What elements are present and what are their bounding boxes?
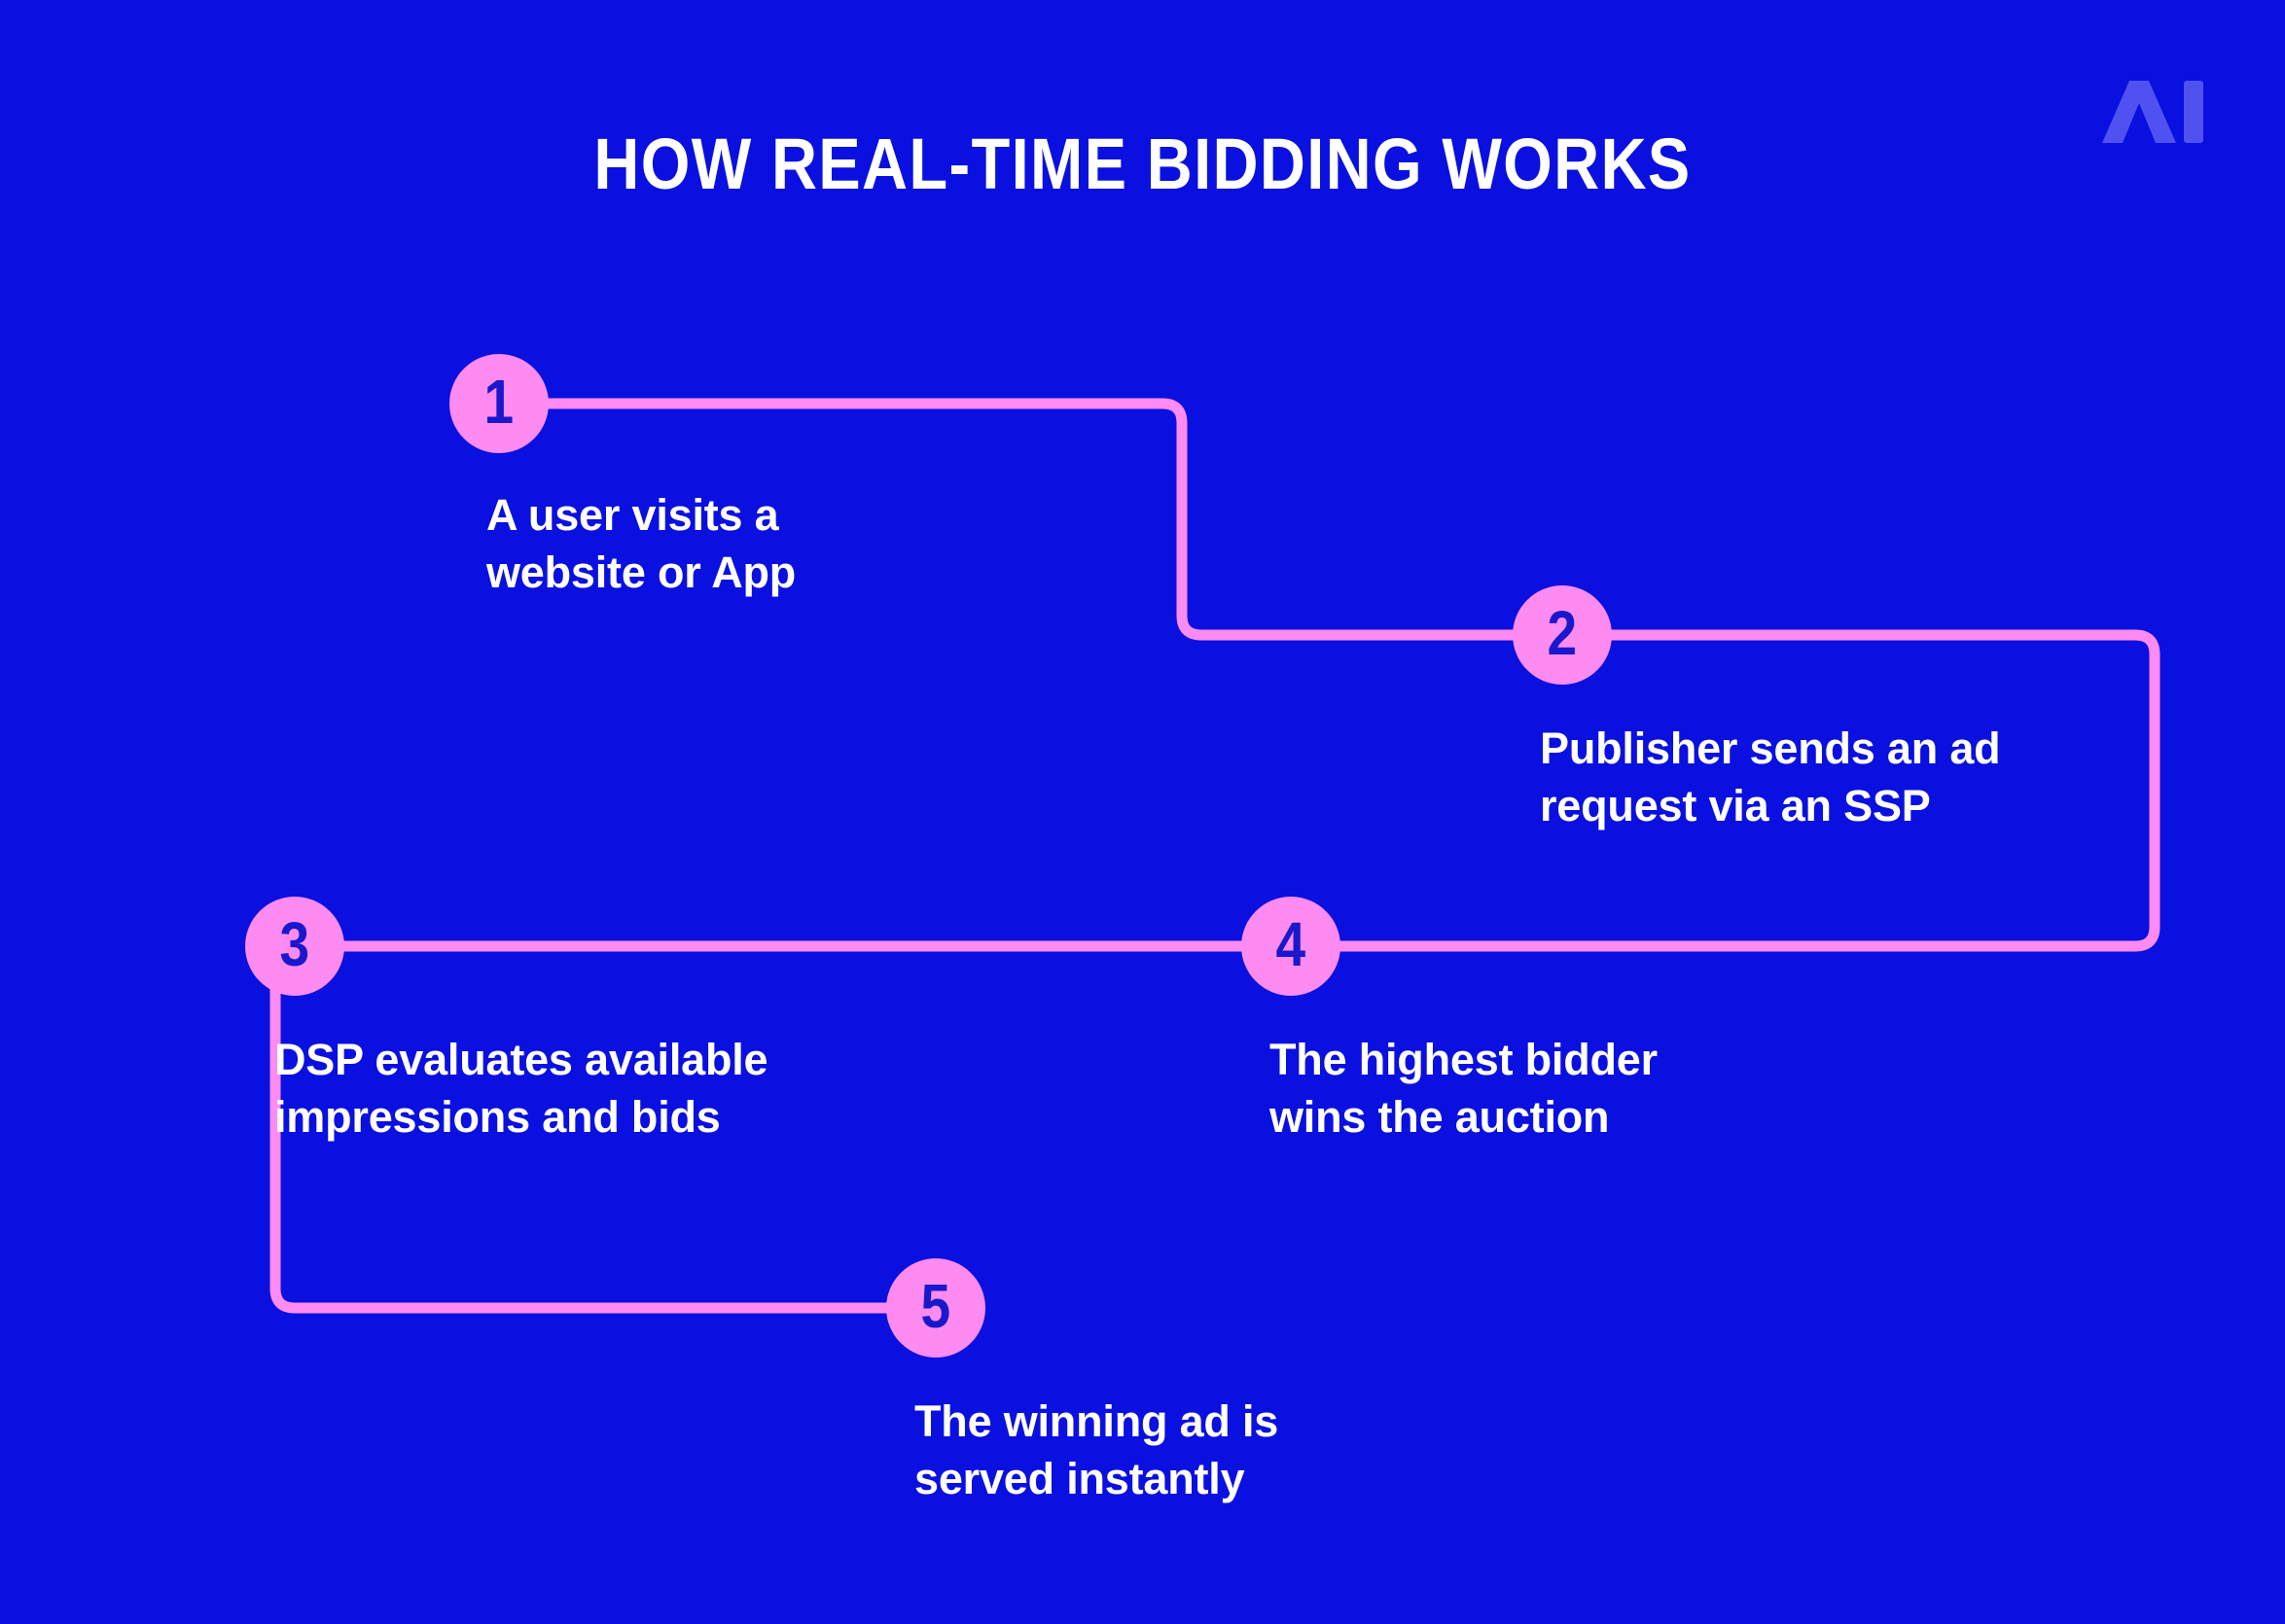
step-badge-5[interactable]: 5: [886, 1258, 985, 1358]
step-number-3: 3: [279, 909, 310, 979]
step-number-2: 2: [1547, 598, 1578, 668]
ai-logo: [2092, 76, 2209, 146]
step-badge-4[interactable]: 4: [1241, 897, 1340, 996]
step-number-4: 4: [1275, 909, 1306, 979]
step-number-5: 5: [920, 1271, 951, 1341]
step-number-1: 1: [483, 367, 515, 437]
step-badge-3[interactable]: 3: [245, 897, 344, 996]
step-badge-1[interactable]: 1: [449, 354, 549, 453]
step-label-1: A user visits a website or App: [486, 490, 797, 598]
page-title: HOW REAL-TIME BIDDING WORKS: [593, 124, 1692, 204]
step-badge-2[interactable]: 2: [1513, 585, 1612, 685]
step-label-4: The highest bidder wins the auction: [1269, 1035, 1658, 1143]
step-label-2: Publisher sends an ad request via an SSP: [1540, 724, 2001, 831]
step-label-5: The winning ad is served instantly: [914, 1396, 1279, 1504]
step-label-3: DSP evaluates available impressions and …: [274, 1035, 768, 1143]
